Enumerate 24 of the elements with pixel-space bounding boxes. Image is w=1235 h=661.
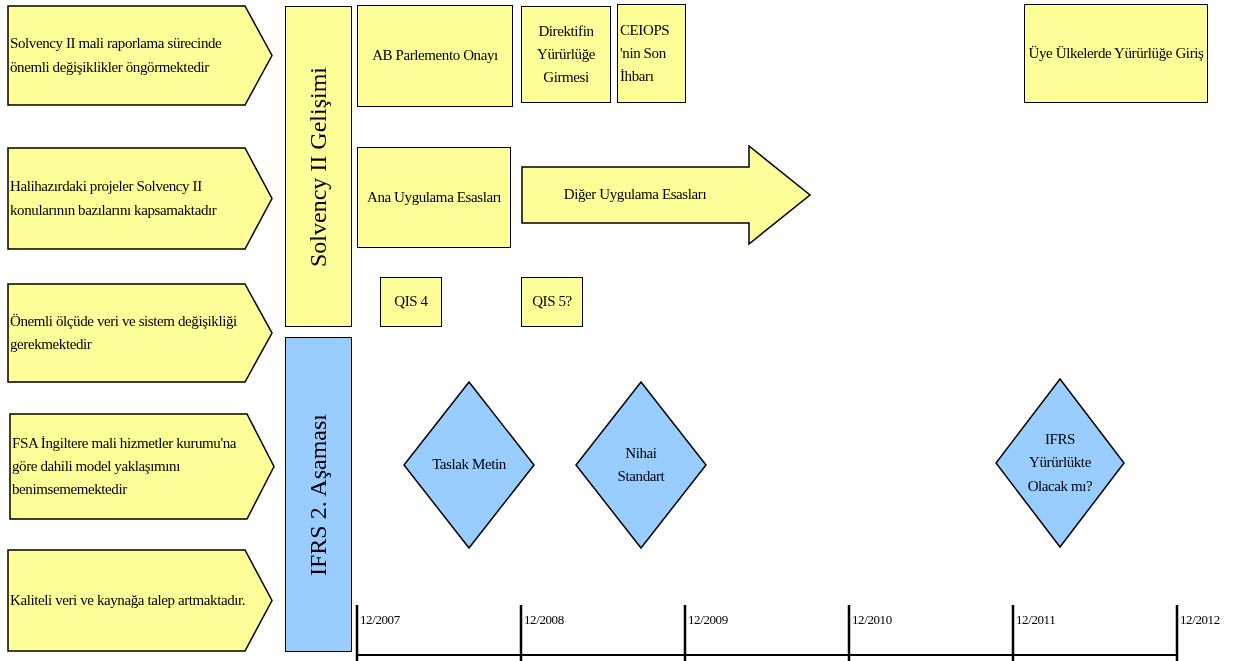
- date-label: 12/2009: [688, 612, 728, 628]
- chevron-box: Solvency II mali raporlama sürecinde önemli değişiklikler öngörmektedir: [7, 5, 273, 106]
- date-label: 12/2008: [524, 612, 564, 628]
- chevron-box: Kaliteli veri ve kaynağa talep artmaktadır.: [7, 549, 273, 652]
- milestone-box: QIS 4: [380, 277, 442, 327]
- decision-diamond: IFRS Yürürlükte Olacak mı?: [995, 378, 1125, 548]
- vertical-band: Solvency II Gelişimi: [285, 6, 352, 327]
- milestone-box: QIS 5?: [521, 277, 583, 327]
- vertical-band: IFRS 2. Aşaması: [285, 337, 352, 652]
- decision-diamond: Nihai Standart: [575, 381, 707, 549]
- milestone-box: AB Parlemento Onayı: [357, 5, 513, 107]
- chevron-box: Önemli ölçüde veri ve sistem değişikliği gerekmektedir: [7, 283, 273, 383]
- chevron-box: Halihazırdaki projeler Solvency II konularının bazılarını kapsamaktadır: [7, 147, 273, 250]
- milestone-box: Üye Ülkelerde Yürürlüğe Giriş: [1024, 4, 1208, 103]
- date-label: 12/2010: [852, 612, 892, 628]
- date-label: 12/2012: [1180, 612, 1220, 628]
- block-arrow-shape: Diğer Uygulama Esasları: [521, 145, 811, 245]
- date-label: 12/2011: [1016, 612, 1056, 628]
- chevron-box: FSA İngiltere mali hizmetler kurumu'na göre dahili model yaklaşımını benimsememektedir: [9, 413, 275, 520]
- milestone-box: Direktifin Yürürlüğe Girmesi: [521, 6, 611, 103]
- milestone-box: CEIOPS 'nin Son İhbarı: [617, 4, 686, 103]
- milestone-box: Ana Uygulama Esasları: [357, 147, 511, 248]
- decision-diamond: Taslak Metin: [403, 381, 535, 549]
- date-label: 12/2007: [360, 612, 400, 628]
